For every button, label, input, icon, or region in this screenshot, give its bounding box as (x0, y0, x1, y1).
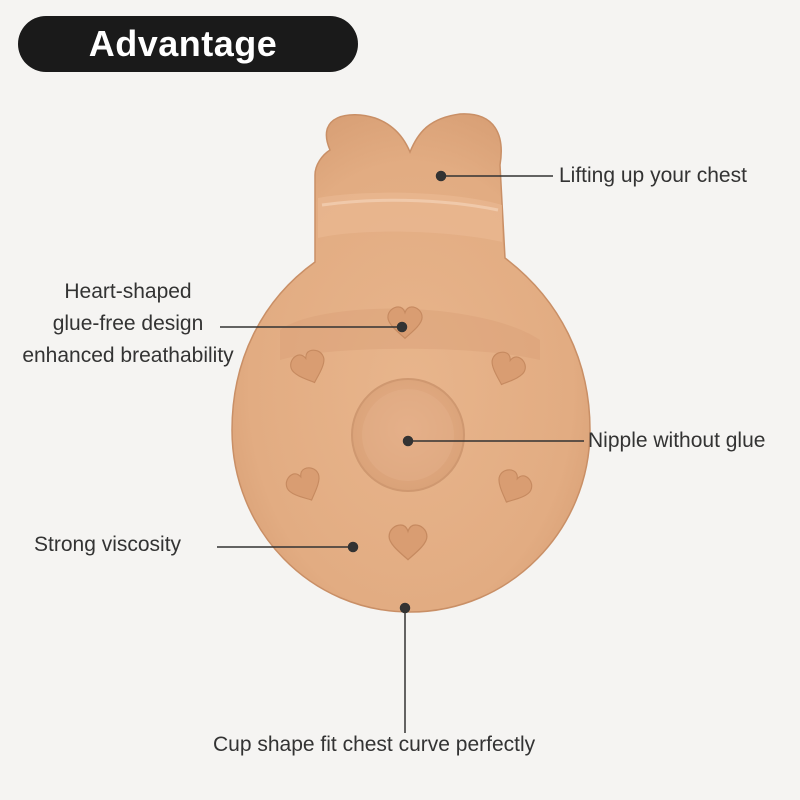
adhesive-band (318, 192, 502, 242)
callout-heart-line-1: Heart-shaped (64, 280, 192, 303)
callout-heart-line-3: enhanced breathability (22, 344, 234, 367)
callout-lifting: Lifting up your chest (559, 164, 747, 187)
callout-viscosity: Strong viscosity (34, 533, 182, 556)
callout-heart-line-2: glue-free design (52, 312, 204, 335)
heart-dot (396, 321, 408, 333)
page-title: Advantage (88, 23, 278, 64)
title-badge: Advantage (18, 16, 358, 72)
callout-nipple: Nipple without glue (588, 429, 766, 452)
viscosity-dot (347, 541, 359, 553)
callout-cup-shape: Cup shape fit chest curve perfectly (213, 733, 536, 756)
callout-heart-shaped: Heart-shaped glue-free design enhanced b… (2, 276, 254, 372)
lifting-dot (435, 170, 447, 182)
cup-dot (399, 602, 411, 614)
nipple-dot (402, 435, 414, 447)
